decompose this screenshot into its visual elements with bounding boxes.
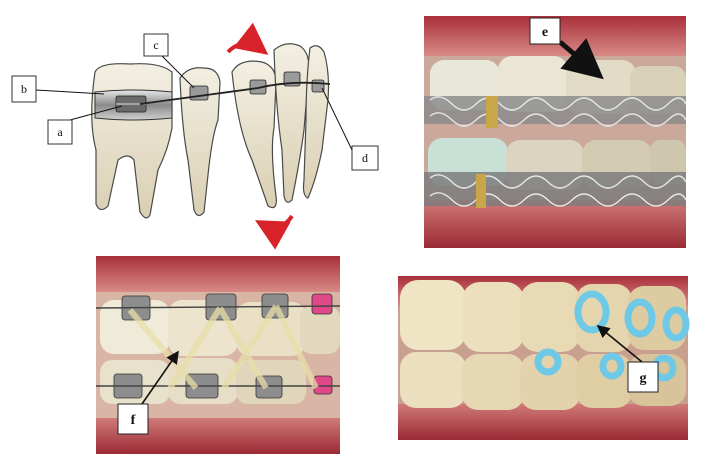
label-c: c (153, 38, 158, 52)
premolar-bracket (190, 86, 208, 100)
molar-tooth (92, 64, 172, 218)
photo-panel-e: e (424, 16, 686, 248)
label-g: g (640, 371, 647, 386)
label-a: a (57, 125, 63, 139)
photo-panel-g: g (398, 276, 688, 440)
tooth-diagram-panel: b a c d (12, 34, 378, 228)
bracket-incisor (312, 80, 324, 92)
photo-panel-f: f (96, 256, 340, 454)
label-d: d (362, 151, 368, 165)
label-e: e (542, 25, 548, 40)
red-curved-arrow-icon (228, 43, 262, 52)
pink-tube (312, 294, 332, 314)
red-curved-arrow-icon (262, 216, 292, 228)
label-b: b (21, 82, 27, 96)
label-f: f (131, 413, 136, 428)
